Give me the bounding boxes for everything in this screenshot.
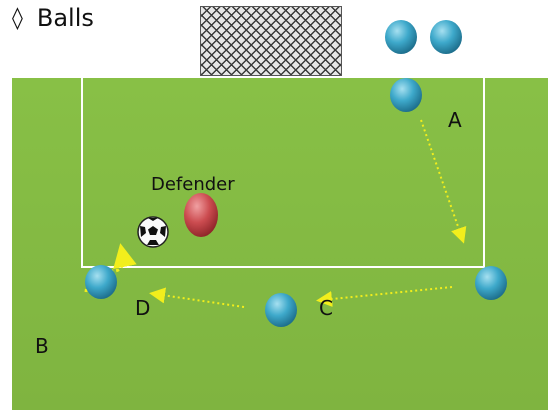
arrow-pass-to-d <box>149 287 245 308</box>
player-label-a: A <box>448 108 462 132</box>
player-cone-icon <box>430 20 462 54</box>
pitch <box>12 78 548 410</box>
arrow-pass-to-c <box>316 286 453 307</box>
player-label-d: D <box>135 296 151 320</box>
legend-text: Balls <box>36 4 94 32</box>
player-cone-icon <box>85 265 117 299</box>
player-label-b: B <box>35 334 49 358</box>
player-cone-icon <box>390 78 422 112</box>
player-cone-icon <box>475 266 507 300</box>
goal-net-icon <box>200 6 342 76</box>
player-cone-icon <box>385 20 417 54</box>
defender-label: Defender <box>151 174 235 195</box>
legend: ◊ Balls <box>12 4 94 32</box>
defender-cone-icon <box>184 193 218 237</box>
player-cone-icon <box>265 293 297 327</box>
legend-bullet: ◊ <box>12 5 23 31</box>
movement-arrows <box>84 119 467 308</box>
arrow-a-run <box>420 119 467 244</box>
player-label-c: C <box>319 296 333 320</box>
soccer-ball-icon <box>137 216 169 248</box>
pitch-lines <box>81 78 485 268</box>
